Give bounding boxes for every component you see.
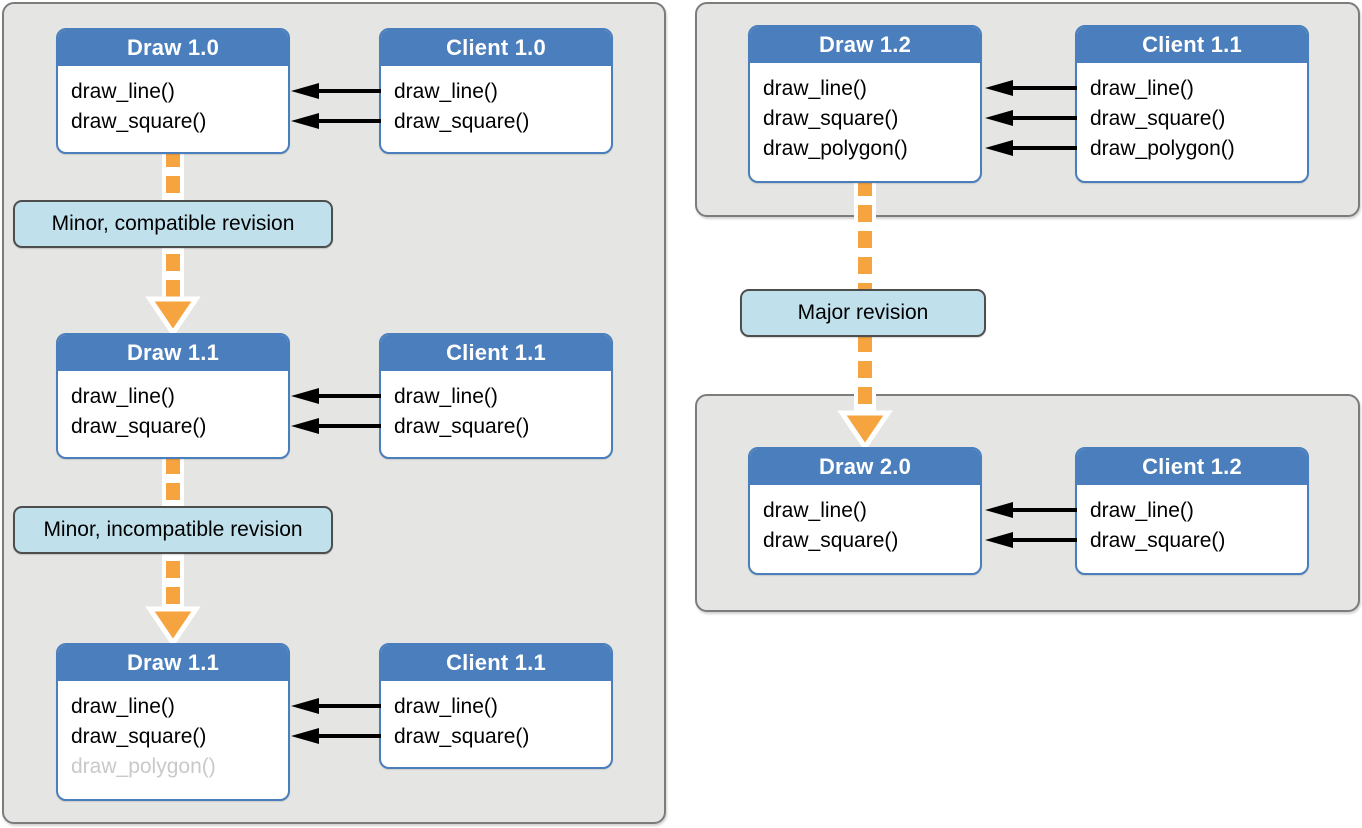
box-title: Client 1.1 xyxy=(381,335,611,371)
method-draw-square: draw_square() xyxy=(394,415,530,438)
box-title: Draw 1.1 xyxy=(58,335,288,371)
call-arrow-icon xyxy=(985,502,1077,518)
method-draw-square: draw_square() xyxy=(394,725,530,748)
client-box-client-1-1: Client 1.1 draw_line() draw_square() xyxy=(379,333,613,459)
method-draw-line: draw_line() xyxy=(71,80,175,103)
box-title: Draw 1.2 xyxy=(750,27,980,63)
call-arrow-icon xyxy=(985,110,1077,126)
box-title: Draw 1.1 xyxy=(58,645,288,681)
library-box-draw-2-0: Draw 2.0 draw_line() draw_square() xyxy=(748,447,982,575)
method-draw-line: draw_line() xyxy=(1090,499,1194,522)
box-title: Draw 1.0 xyxy=(58,30,288,66)
method-draw-line: draw_line() xyxy=(394,80,498,103)
client-box-client-1-1-bottom: Client 1.1 draw_line() draw_square() xyxy=(379,643,613,769)
method-draw-polygon: draw_polygon() xyxy=(1090,137,1235,160)
library-box-draw-1-1: Draw 1.1 draw_line() draw_square() xyxy=(56,333,290,459)
call-arrow-icon xyxy=(291,698,381,714)
call-arrow-icon xyxy=(985,532,1077,548)
method-draw-square: draw_square() xyxy=(71,415,207,438)
box-title: Client 1.2 xyxy=(1077,449,1307,485)
method-draw-square: draw_square() xyxy=(1090,107,1226,130)
method-draw-line: draw_line() xyxy=(763,499,867,522)
method-draw-square: draw_square() xyxy=(763,529,899,552)
revision-label-text: Minor, compatible revision xyxy=(51,212,295,235)
method-draw-line: draw_line() xyxy=(394,695,498,718)
revision-label-major: Major revision xyxy=(740,289,986,337)
method-draw-square: draw_square() xyxy=(763,107,899,130)
call-arrow-icon xyxy=(291,388,381,404)
call-arrow-icon xyxy=(985,140,1077,156)
method-draw-square: draw_square() xyxy=(71,725,207,748)
revision-label-minor-compatible: Minor, compatible revision xyxy=(13,200,333,248)
method-draw-line: draw_line() xyxy=(1090,77,1194,100)
method-draw-line: draw_line() xyxy=(763,77,867,100)
call-arrow-icon xyxy=(291,83,381,99)
box-title: Draw 2.0 xyxy=(750,449,980,485)
method-draw-square: draw_square() xyxy=(394,110,530,133)
method-draw-line: draw_line() xyxy=(71,385,175,408)
client-box-client-1-2: Client 1.2 draw_line() draw_square() xyxy=(1075,447,1309,575)
box-title: Client 1.1 xyxy=(1077,27,1307,63)
library-box-draw-1-1-incompatible: Draw 1.1 draw_line() draw_square() draw_… xyxy=(56,643,290,801)
revision-label-minor-incompatible: Minor, incompatible revision xyxy=(13,506,333,554)
method-draw-line: draw_line() xyxy=(394,385,498,408)
revision-label-text: Major revision xyxy=(797,301,929,324)
library-box-draw-1-0: Draw 1.0 draw_line() draw_square() xyxy=(56,28,290,154)
method-draw-square: draw_square() xyxy=(1090,529,1226,552)
client-box-client-1-0: Client 1.0 draw_line() draw_square() xyxy=(379,28,613,154)
method-draw-line: draw_line() xyxy=(71,695,175,718)
box-title: Client 1.0 xyxy=(381,30,611,66)
box-title: Client 1.1 xyxy=(381,645,611,681)
client-box-client-1-1-right: Client 1.1 draw_line() draw_square() dra… xyxy=(1075,25,1309,183)
library-box-draw-1-2: Draw 1.2 draw_line() draw_square() draw_… xyxy=(748,25,982,183)
method-draw-polygon: draw_polygon() xyxy=(763,137,908,160)
method-draw-square: draw_square() xyxy=(71,110,207,133)
call-arrow-icon xyxy=(291,728,381,744)
call-arrow-icon xyxy=(291,418,381,434)
call-arrow-icon xyxy=(291,113,381,129)
method-draw-polygon-removed: draw_polygon() xyxy=(71,755,216,778)
call-arrow-icon xyxy=(985,80,1077,96)
revision-label-text: Minor, incompatible revision xyxy=(43,518,303,541)
